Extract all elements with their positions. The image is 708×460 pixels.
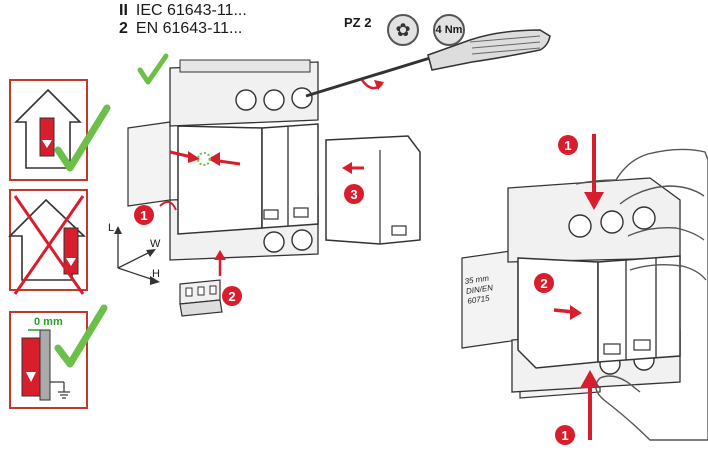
spd-module-removed [325, 135, 421, 245]
clearance-label: 0 mm [34, 316, 63, 328]
step-1-badge-bottom: 1 [555, 425, 575, 445]
din-rail-label: 35 mm DIN/EN 60715 [464, 273, 495, 306]
axis-w-label: W [150, 238, 161, 250]
panel-correct-indoor [9, 79, 88, 181]
panel-zero-clearance [9, 311, 88, 409]
panel-wrong-indoor [8, 189, 88, 295]
step-3-badge: 3 [344, 184, 364, 204]
axis-indicator [114, 226, 160, 285]
unlock-arrow [159, 200, 177, 211]
step-1-badge-top: 1 [558, 135, 578, 155]
hand-outline [575, 148, 708, 441]
check-icon [54, 104, 111, 172]
terminal-block [179, 250, 226, 317]
bit-size-label: PZ 2 [344, 15, 372, 30]
standard-en-text: EN 61643-11... [135, 20, 243, 37]
release-arrows [169, 150, 241, 166]
torque-label: 4 Nm [433, 14, 465, 46]
check-icon [137, 53, 169, 85]
step-1-badge: 1 [134, 205, 154, 225]
step-2-badge: 2 [222, 286, 242, 306]
din-rail [127, 121, 171, 207]
check-icon [54, 304, 108, 368]
standard-en-num: 2 [119, 20, 128, 37]
step-2-badge-right: 2 [534, 273, 554, 293]
axis-l-label: L [108, 222, 115, 234]
press-arrows [580, 134, 604, 440]
standard-iec-num: II [119, 2, 128, 19]
torx-bit-icon: ✿ [387, 14, 419, 46]
axis-h-label: H [152, 268, 160, 280]
spd-module-front [177, 123, 319, 235]
standard-iec: II IEC 61643-11... [119, 2, 247, 20]
spd-module-right [517, 255, 681, 369]
screwdriver-icon [305, 29, 551, 98]
standard-iec-text: IEC 61643-11... [135, 2, 247, 19]
standard-en: 2 EN 61643-11... [119, 20, 242, 38]
